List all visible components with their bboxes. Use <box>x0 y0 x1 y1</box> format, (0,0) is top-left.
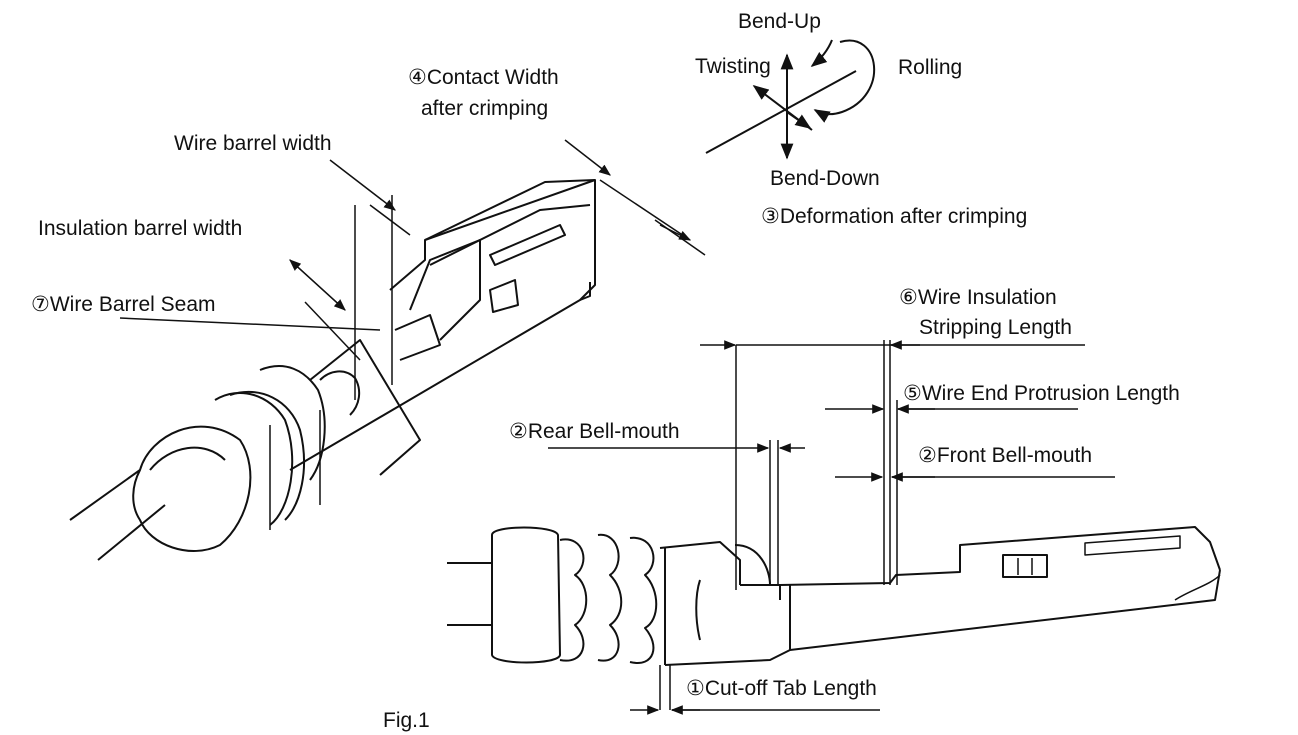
stripping-length-label-line1: ⑥Wire Insulation <box>899 286 1057 309</box>
twisting-label: Twisting <box>695 55 771 78</box>
contact-window <box>489 279 519 313</box>
wire-barrel-seam-label: ⑦Wire Barrel Seam <box>31 293 216 316</box>
deformation-axes-symbol <box>705 39 876 160</box>
stripping-length-label-line2: Stripping Length <box>919 316 1072 339</box>
side-boot <box>491 526 561 664</box>
contact-width-label-line1: ④Contact Width <box>408 66 559 89</box>
figure-caption: Fig.1 <box>383 709 430 732</box>
deformation-after-crimping-label: ③Deformation after crimping <box>761 205 1028 228</box>
perspective-terminal <box>69 139 706 561</box>
front-bell-mouth-label: ②Front Bell-mouth <box>918 444 1093 467</box>
wire-end-protrusion-label: ⑤Wire End Protrusion Length <box>903 382 1180 405</box>
axis-rolling <box>705 70 857 154</box>
wire-barrel-width-label: Wire barrel width <box>174 132 332 155</box>
side-terminal <box>447 340 1221 715</box>
insulation-boot <box>132 425 252 552</box>
wire-barrel <box>309 339 421 476</box>
wire-cable <box>69 469 166 561</box>
rear-bell-mouth-label: ②Rear Bell-mouth <box>509 420 680 443</box>
rolling-label: Rolling <box>898 56 963 79</box>
bend-up-label: Bend-Up <box>738 10 821 33</box>
rolling-arrow <box>813 39 876 123</box>
cut-off-tab-length-label: ①Cut-off Tab Length <box>686 677 877 700</box>
contact-width-label-line2: after crimping <box>421 97 549 120</box>
insulation-barrel <box>214 391 294 526</box>
contact-slot <box>489 224 566 266</box>
insulation-barrel-width-label: Insulation barrel width <box>38 217 243 240</box>
bend-down-label: Bend-Down <box>770 167 880 190</box>
